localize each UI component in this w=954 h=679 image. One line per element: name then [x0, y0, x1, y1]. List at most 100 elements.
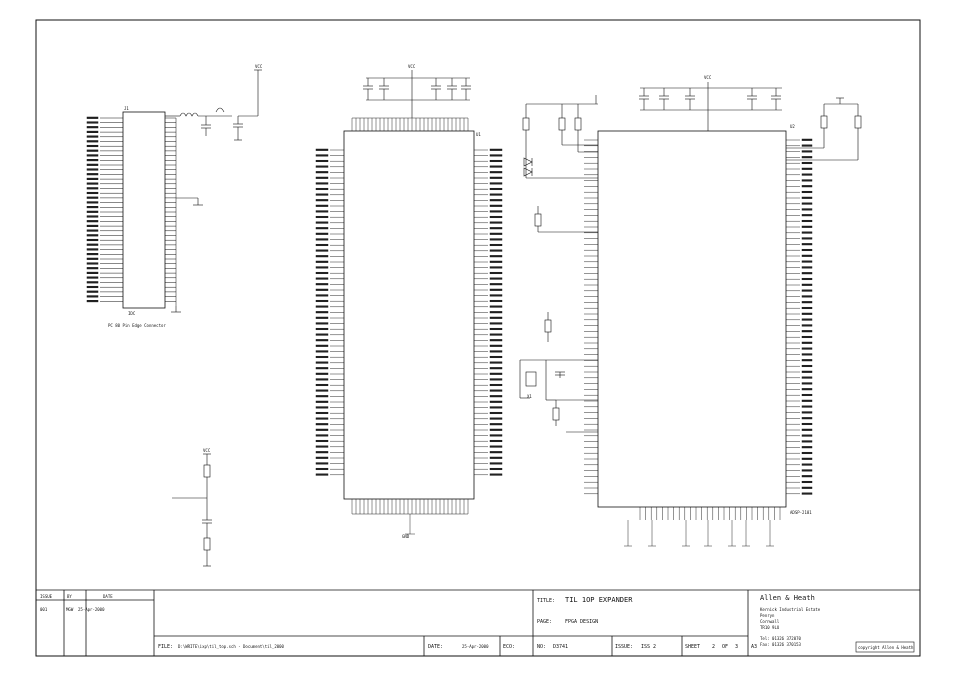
fpga-net-label-right: [489, 288, 503, 291]
dsp-net-label: [801, 364, 813, 368]
fpga-net-label-right: [489, 451, 503, 454]
dsp-net-label: [801, 399, 813, 402]
fpga-net-label-right: [489, 339, 503, 342]
fpga-decoupling: [363, 70, 471, 118]
tb-issue2-value: ISS 2: [641, 644, 656, 650]
tb-of-value: 3: [735, 644, 738, 650]
vcc-label-filter: VCC: [255, 64, 263, 69]
fpga-net-label-right: [489, 333, 503, 336]
fpga-net-label-left: [315, 277, 329, 280]
dsp-net-label: [801, 475, 813, 478]
connector-label: PC 80 Pin Edge Connector: [108, 323, 166, 328]
dsp-net-label: [801, 312, 813, 315]
fpga-net-label-left: [315, 255, 329, 258]
dsp-net-label: [801, 434, 813, 437]
crystal-ref: X1: [527, 394, 532, 399]
fpga-net-label-right: [489, 395, 503, 398]
fpga-net-label-left: [315, 221, 329, 224]
fpga-pins: [315, 117, 503, 535]
fpga-net-label-right: [489, 294, 503, 297]
dsp-net-label: [801, 161, 813, 165]
fpga-net-label-left: [315, 165, 329, 168]
tb-no-label: NO:: [537, 644, 546, 650]
fpga-net-label-right: [489, 434, 503, 437]
dsp-net-label: [801, 417, 813, 420]
dsp-net-label: [801, 254, 813, 257]
dsp-pins: [584, 138, 813, 547]
dsp-net-label: [801, 335, 813, 339]
connector-net-label: [86, 121, 99, 124]
fpga-net-label-right: [489, 428, 503, 431]
dsp-net-label: [801, 492, 813, 495]
fpga-net-label-right: [489, 193, 503, 196]
fpga-net-label-right: [489, 344, 503, 347]
fpga-net-label-right: [489, 227, 503, 230]
tb-copyright: copyright Allen & Heath: [858, 645, 914, 650]
fpga-net-label-left: [315, 294, 329, 297]
dsp-net-label: [801, 480, 813, 484]
dsp-net-label: [801, 225, 813, 228]
dsp-net-label: [801, 243, 813, 246]
connector-net-label: [86, 201, 99, 204]
fpga-ref: U1: [476, 132, 481, 137]
dsp-net-label: [801, 179, 813, 182]
dsp-net-label: [801, 272, 813, 275]
connector-net-label: [86, 243, 99, 246]
dsp-net-label: [801, 277, 813, 281]
connector-net-label: [86, 276, 99, 279]
connector-net-label: [86, 295, 99, 298]
dsp-net-label: [801, 173, 813, 176]
connector-net-label: [86, 116, 99, 119]
dsp-net-label: [801, 190, 813, 194]
fpga-net-label-right: [489, 406, 503, 409]
fpga-net-label-left: [315, 232, 329, 235]
fpga-net-label-left: [315, 283, 329, 286]
dsp-chip: U2 ADSP-2181: [584, 124, 813, 547]
dsp-net-label: [801, 376, 813, 379]
tb-title-label: TITLE:: [537, 598, 555, 604]
fpga-net-label-left: [315, 367, 329, 370]
dsp-net-label: [801, 370, 813, 373]
dsp-net-label: [801, 150, 813, 153]
connector-net-label: [86, 140, 99, 143]
connector-net-label: [86, 281, 99, 284]
fpga-net-label-right: [489, 322, 503, 325]
dsp-net-label: [801, 219, 813, 223]
fpga-net-label-left: [315, 451, 329, 454]
connector-net-label: [86, 290, 99, 293]
fpga-net-label-right: [489, 199, 503, 202]
tb-issue-header: ISSUE: [40, 594, 53, 599]
fpga-net-label-right: [489, 232, 503, 235]
fpga-net-label-right: [489, 249, 503, 252]
title-block: [36, 589, 920, 656]
fpga-net-label-left: [315, 260, 329, 263]
dsp-net-label: [801, 393, 813, 397]
tb-date-header: DATE: [103, 594, 113, 599]
dsp-net-label: [801, 144, 813, 147]
fpga-net-label-left: [315, 372, 329, 375]
tb-address-4: TR10 9LU: [760, 625, 780, 630]
fpga-net-label-right: [489, 210, 503, 213]
fpga-net-label-right: [489, 243, 503, 247]
fpga-net-label-left: [315, 316, 329, 319]
dsp-net-label: [801, 411, 813, 414]
fpga-net-label-left: [315, 355, 329, 359]
dsp-net-label: [801, 185, 813, 188]
fpga-net-label-left: [315, 428, 329, 431]
fpga-net-label-left: [315, 322, 329, 325]
fpga-net-label-left: [315, 411, 329, 415]
connector-net-label: [86, 154, 99, 157]
connector-net-label: [86, 224, 99, 227]
fpga-net-label-right: [489, 266, 503, 269]
connector-net-label: [86, 271, 99, 274]
vcc-label-divider: VCC: [203, 448, 211, 453]
fpga-net-label-right: [489, 238, 503, 241]
connector-net-label: [86, 210, 99, 213]
fpga-net-label-left: [315, 361, 329, 364]
fpga-net-label-left: [315, 339, 329, 342]
fpga-net-label-right: [489, 154, 503, 157]
tb-tel: Tel: 01326 372070: [760, 636, 802, 641]
fpga-net-label-right: [489, 176, 503, 179]
fpga-net-label-left: [315, 271, 329, 275]
